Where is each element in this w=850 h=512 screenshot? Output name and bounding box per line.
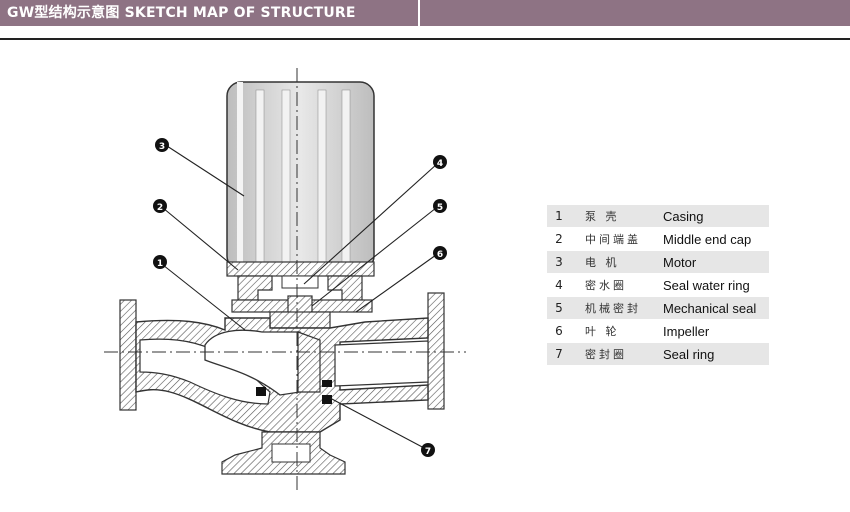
legend-name-cn: 中间端盖 xyxy=(571,227,663,251)
legend-name-cn: 密封圈 xyxy=(571,342,663,366)
svg-text:7: 7 xyxy=(425,447,431,457)
callout-5: 5 xyxy=(433,199,447,213)
callout-1: 1 xyxy=(153,255,167,269)
legend-row: 4 密水圈 Seal water ring xyxy=(547,273,769,297)
impeller xyxy=(204,329,321,396)
page-title: GW型结构示意图 SKETCH MAP OF STRUCTURE xyxy=(7,5,356,21)
header-bar: GW型结构示意图 SKETCH MAP OF STRUCTURE xyxy=(0,0,418,26)
svg-text:3: 3 xyxy=(159,142,165,152)
legend-name-cn: 机械密封 xyxy=(571,296,663,320)
legend-name-en: Seal water ring xyxy=(663,273,769,297)
legend-row: 1 泵 壳 Casing xyxy=(547,205,769,228)
divider xyxy=(0,38,850,40)
header-bar-extension xyxy=(420,0,850,26)
callout-3: 3 xyxy=(155,138,169,152)
legend-name-cn: 泵 壳 xyxy=(571,205,663,228)
legend-row: 7 密封圈 Seal ring xyxy=(547,342,769,366)
legend-name-en: Impeller xyxy=(663,319,769,343)
legend-row: 2 中间端盖 Middle end cap xyxy=(547,227,769,251)
legend-number: 1 xyxy=(547,205,571,228)
svg-text:1: 1 xyxy=(157,259,163,269)
parts-legend: 1 泵 壳 Casing 2 中间端盖 Middle end cap 3 电 机… xyxy=(547,205,769,366)
motor xyxy=(226,81,375,277)
legend-row: 5 机械密封 Mechanical seal xyxy=(547,296,769,320)
callout-6: 6 xyxy=(433,246,447,260)
legend-number: 7 xyxy=(547,342,571,366)
legend-number: 5 xyxy=(547,296,571,320)
legend-name-en: Middle end cap xyxy=(663,227,769,251)
leader-lines xyxy=(162,145,438,450)
legend-number: 3 xyxy=(547,250,571,274)
svg-text:6: 6 xyxy=(437,250,443,260)
callout-4: 4 xyxy=(433,155,447,169)
seal-ring xyxy=(256,380,332,404)
legend-number: 6 xyxy=(547,319,571,343)
legend-name-cn: 电 机 xyxy=(571,250,663,274)
legend-number: 4 xyxy=(547,273,571,297)
center-lines xyxy=(104,68,466,494)
legend-row: 3 电 机 Motor xyxy=(547,250,769,274)
legend-row: 6 叶 轮 Impeller xyxy=(547,319,769,343)
callout-2: 2 xyxy=(153,199,167,213)
middle-end-cap xyxy=(231,275,373,313)
callout-7: 7 xyxy=(421,443,435,457)
legend-name-en: Casing xyxy=(663,205,769,228)
legend-name-cn: 叶 轮 xyxy=(571,319,663,343)
legend-number: 2 xyxy=(547,227,571,251)
svg-text:4: 4 xyxy=(437,159,443,169)
legend-name-en: Mechanical seal xyxy=(663,296,769,320)
legend-name-en: Seal ring xyxy=(663,342,769,366)
legend-name-cn: 密水圈 xyxy=(571,273,663,297)
svg-text:2: 2 xyxy=(157,203,163,213)
legend-name-en: Motor xyxy=(663,250,769,274)
svg-text:5: 5 xyxy=(437,203,443,213)
